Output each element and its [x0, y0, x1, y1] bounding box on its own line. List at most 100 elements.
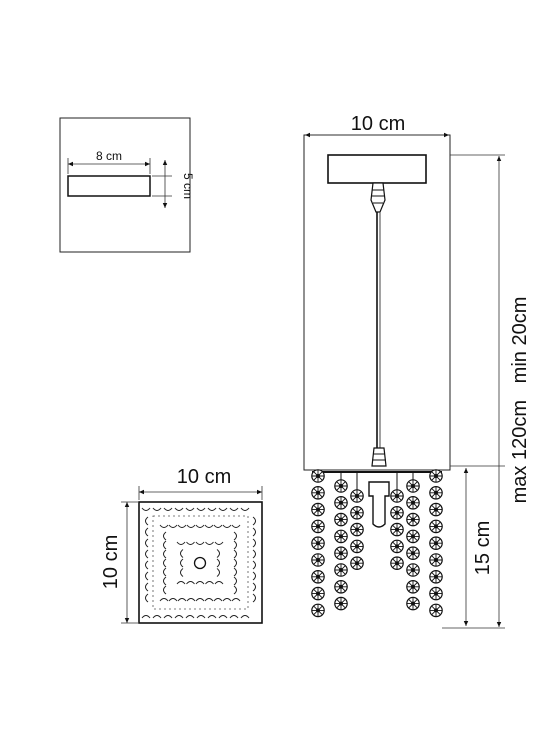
connector-ribs — [371, 189, 385, 204]
crystal-link — [180, 568, 184, 577]
crystal-link — [174, 507, 184, 511]
crystal-bead — [390, 556, 404, 571]
crystal-link — [218, 615, 228, 619]
crystal-link — [145, 549, 149, 559]
canopy-detail-frame — [59, 117, 191, 253]
crystal-link — [214, 581, 224, 585]
crystal-link — [233, 540, 237, 550]
crystal-bead — [311, 485, 325, 500]
crystal-link — [163, 507, 173, 511]
top-view-inner-square — [152, 515, 249, 610]
crystal-link — [233, 558, 237, 568]
crystal-link — [168, 598, 178, 602]
crystal-bead — [390, 522, 404, 537]
crystal-bead — [406, 479, 420, 493]
crystal-bead — [334, 512, 348, 527]
bulb-holder — [368, 481, 390, 528]
crystal-bead — [311, 586, 325, 601]
crystal-link — [185, 615, 195, 619]
crystal-bead — [334, 529, 348, 544]
crystal-link — [174, 615, 184, 619]
crystal-link — [145, 527, 149, 537]
canopy-width-label: 8 cm — [96, 149, 122, 163]
crystal-bead — [429, 603, 443, 618]
crystal-bead — [406, 596, 420, 611]
crystal-link — [145, 582, 149, 592]
crystal-link — [231, 524, 241, 528]
crystal-bead — [429, 485, 443, 500]
crystal-link — [252, 560, 256, 570]
crystal-link — [159, 598, 169, 602]
crystal-link — [163, 576, 167, 586]
crystal-link — [233, 531, 237, 541]
top-view: 10 cm 10 cm — [100, 466, 263, 624]
crystal-link — [196, 615, 206, 619]
crystal-link — [145, 560, 149, 570]
crystal-link — [159, 524, 169, 528]
crystal-link — [252, 549, 256, 559]
canopy-height-label: 5 cm — [181, 173, 195, 199]
crystal-link — [207, 615, 217, 619]
crystal-link — [145, 516, 149, 526]
crystal-link — [163, 558, 167, 568]
crystal-bead — [334, 495, 348, 510]
crystal-link — [233, 567, 237, 577]
crystal-link — [196, 507, 206, 511]
crystal-link — [252, 571, 256, 581]
crystal-bead — [406, 579, 420, 594]
crystal-bead — [390, 489, 404, 503]
crystal-link — [205, 541, 214, 545]
crystal-link — [240, 615, 250, 619]
crystal-link — [204, 598, 214, 602]
crystal-link — [163, 549, 167, 559]
crystal-bead — [406, 495, 420, 510]
lower-connector — [371, 447, 387, 467]
crystal-link — [152, 507, 162, 511]
crystal-link — [195, 541, 205, 545]
crystal-link — [252, 538, 256, 548]
crystal-bead — [334, 546, 348, 561]
pendant-width-label: 10 cm — [351, 113, 405, 135]
crystal-link — [163, 615, 173, 619]
crystal-link — [141, 615, 151, 619]
crystal-bead — [311, 603, 325, 618]
shade-height-label: 15 cm — [472, 521, 494, 575]
crystal-pattern — [141, 507, 256, 619]
crystal-bead — [311, 553, 325, 567]
crystal-link — [207, 507, 217, 511]
crystal-link — [252, 582, 256, 592]
crystal-link — [233, 585, 237, 595]
crystal-bead — [429, 586, 443, 601]
crystal-bead — [406, 529, 420, 544]
crystal-link — [233, 576, 237, 586]
crystal-bead — [334, 479, 348, 493]
crystal-link — [145, 571, 149, 581]
crystal-bead — [390, 505, 404, 520]
crystal-link — [145, 538, 149, 548]
crystal-strands — [311, 469, 443, 618]
crystal-link — [222, 524, 232, 528]
crystal-bead — [429, 469, 443, 483]
crystal-bead — [429, 536, 443, 551]
crystal-link — [186, 541, 195, 545]
crystal-link — [185, 507, 195, 511]
crystal-bead — [311, 502, 325, 517]
crystal-bead — [350, 489, 364, 503]
crystal-link — [213, 598, 223, 602]
crystal-link — [152, 615, 162, 619]
crystal-link — [168, 524, 178, 528]
crystal-bead — [406, 546, 420, 561]
pendant-view: 10 cm max 120cm min 20cm 15 cm — [303, 113, 531, 629]
crystal-bead — [350, 522, 364, 537]
crystal-link — [216, 568, 220, 577]
crystal-link — [240, 507, 250, 511]
crystal-link — [233, 549, 237, 559]
crystal-link — [176, 541, 186, 545]
crystal-bead — [390, 539, 404, 554]
crystal-bead — [350, 505, 364, 520]
crystal-link — [163, 531, 167, 541]
canopy-shape — [67, 175, 151, 197]
top-width-label: 10 cm — [177, 466, 231, 488]
crystal-link — [186, 581, 195, 585]
